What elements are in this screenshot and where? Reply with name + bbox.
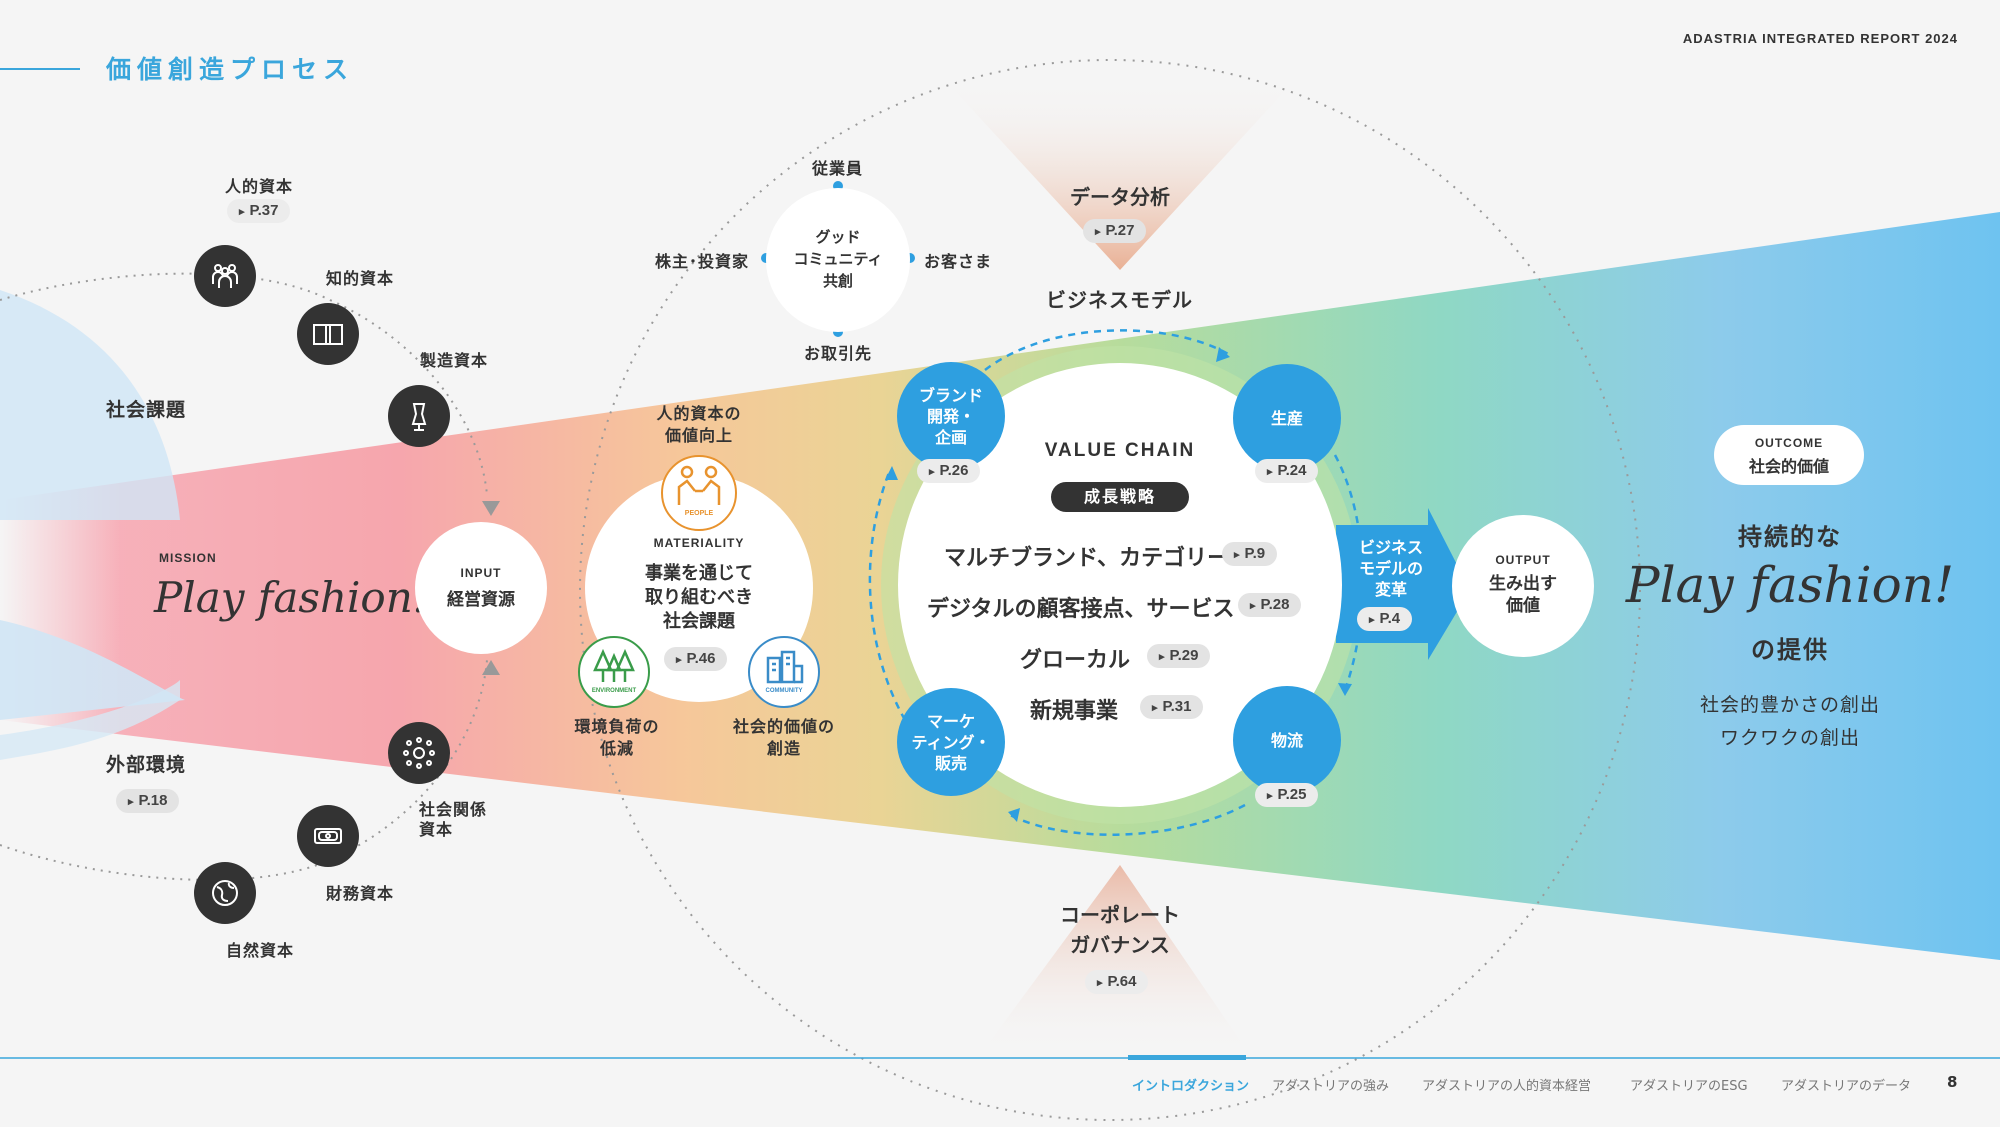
money-icon xyxy=(297,805,359,867)
people-icon-text: PEOPLE xyxy=(684,510,714,517)
vc-item-glocal-page[interactable]: P.29 xyxy=(1147,644,1211,668)
outcome-line-1: 社会的豊かさの創出 xyxy=(1699,694,1880,716)
business-model-label: ビジネスモデル xyxy=(1046,288,1193,312)
people-label: 人的資本の 価値向上 xyxy=(656,404,742,445)
vc-node-logistics-page[interactable]: P.25 xyxy=(1255,783,1319,807)
footer-tab-introduction[interactable]: イントロダクション xyxy=(1132,1079,1250,1094)
people-icon xyxy=(677,465,721,505)
manufactured-capital-label: 製造資本 xyxy=(420,351,489,370)
outcome-label: OUTCOME xyxy=(1754,436,1824,450)
community-badge: COMMUNITY xyxy=(748,636,820,708)
human-capital-page-link[interactable]: P.37 xyxy=(227,199,291,223)
footer-tab-strengths[interactable]: アダストリアの強み xyxy=(1272,1079,1390,1094)
materiality-page-link[interactable]: P.46 xyxy=(664,647,728,671)
environment-badge: ENVIRONMENT xyxy=(578,636,650,708)
community-value-label: 社会的価値の 創造 xyxy=(732,717,835,758)
business-transform-page[interactable]: P.4 xyxy=(1357,607,1413,631)
outcome-badge: OUTCOME 社会的価値 xyxy=(1714,425,1864,485)
governance-page-link[interactable]: P.64 xyxy=(1085,970,1149,994)
vc-item-multibrand: マルチブランド、カテゴリー xyxy=(944,546,1230,571)
intellectual-capital-label: 知的資本 xyxy=(326,269,395,288)
value-chain-title: VALUE CHAIN xyxy=(1044,440,1196,461)
social-network-icon xyxy=(388,722,450,784)
social-capital-label: 社会関係 資本 xyxy=(419,800,488,839)
vc-node-brand-page[interactable]: P.26 xyxy=(917,459,981,483)
output-label: OUTPUT xyxy=(1495,553,1551,567)
data-analysis-label: データ分析 xyxy=(1070,185,1170,209)
input-label: INPUT xyxy=(460,566,502,580)
vc-node-brand-planning: ブランド 開発・ 企画 xyxy=(897,362,1005,470)
vc-node-logistics: 物流 xyxy=(1233,686,1341,794)
dress-form-icon xyxy=(388,385,450,447)
book-icon xyxy=(297,303,359,365)
human-capital-icon xyxy=(194,245,256,307)
vc-item-digital: デジタルの顧客接点、サービス xyxy=(927,597,1235,622)
governance-label: コーポレート ガバナンス xyxy=(1060,903,1180,957)
natural-capital-label: 自然資本 xyxy=(226,941,295,960)
employees-label: 従業員 xyxy=(812,159,864,178)
outcome-play-fashion: Play fashion! xyxy=(1625,556,1955,614)
page-number: 8 xyxy=(1947,1073,1958,1091)
external-page-link[interactable]: P.18 xyxy=(116,789,180,813)
footer-tab-data[interactable]: アダストリアのデータ xyxy=(1781,1079,1912,1094)
vc-item-new-business-page[interactable]: P.31 xyxy=(1140,695,1204,719)
financial-capital-label: 財務資本 xyxy=(326,884,395,903)
data-analysis-page-link[interactable]: P.27 xyxy=(1083,219,1147,243)
report-title: ADASTRIA INTEGRATED REPORT 2024 xyxy=(1682,31,1958,46)
human-capital-label: 人的資本 xyxy=(225,177,294,196)
outcome-line-2: ワクワクの創出 xyxy=(1719,727,1860,749)
vc-node-marketing-sales: マーケ ティング・ 販売 xyxy=(897,688,1005,796)
environment-label: 環境負荷の 低減 xyxy=(574,717,660,758)
outcome-lead: 持続的な xyxy=(1738,523,1842,551)
vc-node-production-page[interactable]: P.24 xyxy=(1255,459,1319,483)
mission-label: MISSION xyxy=(159,551,217,565)
outcome-title: 社会的価値 xyxy=(1748,457,1829,476)
community-icon-text: COMMUNITY xyxy=(765,688,803,694)
external-environment-label: 外部環境 xyxy=(106,754,187,776)
vc-item-digital-page[interactable]: P.28 xyxy=(1238,593,1302,617)
output-circle: OUTPUT 生み出す 価値 xyxy=(1452,515,1594,657)
materiality-title: 事業を通じて 取り組むべき 社会課題 xyxy=(645,563,753,632)
vc-node-production: 生産 xyxy=(1233,364,1341,472)
page-title: 価値創造プロセス xyxy=(106,55,355,84)
good-community-circle: グッド コミュニティ 共創 xyxy=(766,188,910,332)
trees-icon xyxy=(593,648,635,682)
outcome-tail: の提供 xyxy=(1751,636,1829,664)
business-transform-label: ビジネス モデルの 変革 xyxy=(1358,538,1423,599)
customers-label: お客さま xyxy=(924,252,993,271)
environment-icon-text: ENVIRONMENT xyxy=(591,688,637,694)
output-title: 生み出す 価値 xyxy=(1489,574,1557,616)
mission-text: Play fashion! xyxy=(154,573,430,622)
footer-tab-human-capital[interactable]: アダストリアの人的資本経営 xyxy=(1422,1079,1592,1094)
good-community-text: グッド コミュニティ 共創 xyxy=(793,228,883,290)
social-issues-label: 社会課題 xyxy=(106,399,187,421)
input-title: 経営資源 xyxy=(447,590,515,610)
input-circle: INPUT 経営資源 xyxy=(415,522,547,654)
suppliers-label: お取引先 xyxy=(804,344,873,363)
shareholders-label: 株主･投資家 xyxy=(655,252,750,271)
growth-strategy-badge: 成長戦略 xyxy=(1051,482,1189,512)
materiality-label: MATERIALITY xyxy=(653,536,745,550)
vc-item-multibrand-page[interactable]: P.9 xyxy=(1222,542,1278,566)
vc-item-glocal: グローカル xyxy=(1020,648,1131,673)
vc-item-new-business: 新規事業 xyxy=(1030,699,1119,724)
globe-icon xyxy=(194,862,256,924)
people-badge: PEOPLE xyxy=(661,455,737,531)
buildings-icon xyxy=(766,650,804,684)
footer-tab-esg[interactable]: アダストリアのESG xyxy=(1630,1079,1748,1094)
